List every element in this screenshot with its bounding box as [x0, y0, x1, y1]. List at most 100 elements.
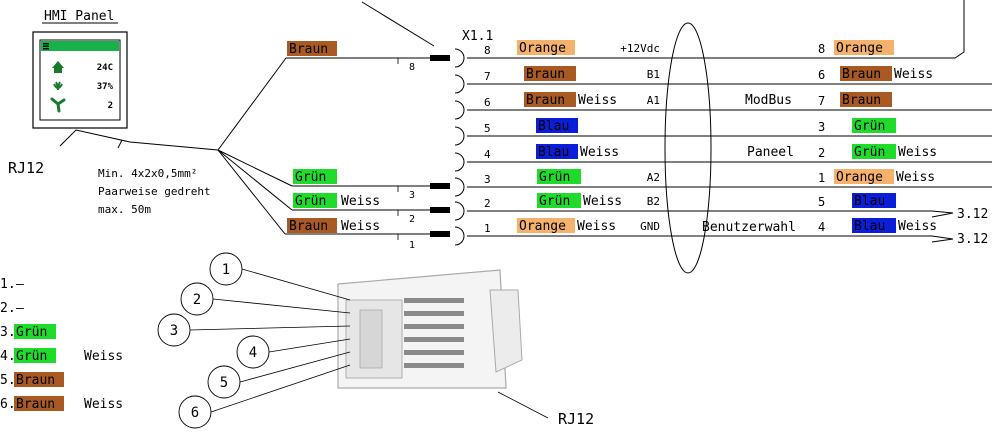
- pin-wire-label: –: [16, 277, 24, 292]
- destination-number: 1: [818, 171, 825, 185]
- pin-callout-circle: [178, 395, 212, 429]
- terminal-number: 6: [484, 96, 491, 109]
- wire-color-label: Blau: [854, 219, 885, 234]
- wire-color-label: Orange: [836, 170, 883, 185]
- hmi-screen: [39, 39, 121, 121]
- color-swatch: [852, 118, 896, 133]
- destination-number: 6: [818, 68, 825, 82]
- panel-pair-row: Grün Weiss 2: [293, 193, 415, 225]
- color-swatch: [14, 396, 64, 411]
- terminal-number: 1: [484, 222, 491, 235]
- color-swatch: [852, 193, 896, 208]
- group-label-paneel: Paneel: [747, 145, 794, 160]
- cable-spec-line3: max. 50m: [98, 203, 151, 216]
- wire-color-label: Grün: [295, 170, 326, 185]
- pin-number: 1.: [0, 277, 16, 292]
- pin-callout-number: 4: [249, 345, 257, 361]
- pin-number: 6.: [0, 397, 16, 412]
- pin-callout: 3: [157, 313, 351, 347]
- pin-wire-label: Braun: [16, 373, 55, 388]
- pin-callout-number: 3: [170, 323, 178, 339]
- pin-wire-suffix: Weiss: [84, 397, 123, 412]
- pin-callout-number: 5: [220, 375, 228, 391]
- terminal-signal: B2: [647, 195, 660, 208]
- page-reference: 3.12: [957, 232, 988, 247]
- wire-color-label: Blau: [538, 119, 569, 134]
- pin-leader-line: [212, 298, 351, 314]
- wire-color-label: Grün: [854, 119, 885, 134]
- terminal-signal: A1: [647, 94, 660, 107]
- color-swatch: [524, 66, 576, 81]
- terminal-number: 5: [484, 122, 491, 135]
- hmi-panel: HMI Panel 24C 37% 2 RJ12: [8, 9, 128, 177]
- wire-color-suffix: Weiss: [341, 194, 380, 209]
- pin-callout-circle: [180, 282, 214, 316]
- terminal-number: 8: [484, 44, 491, 57]
- color-swatch: [537, 169, 581, 184]
- wire-color-label: Orange: [836, 41, 883, 56]
- panel-pair-labels: Braun 8 Grün 3 Grün Weiss 2 Braun Weiss …: [287, 41, 415, 251]
- pin-callout-circle: [207, 365, 241, 399]
- pinout-row: 2.–: [0, 301, 24, 316]
- hmi-title: HMI Panel: [44, 9, 114, 24]
- wire-color-label: Orange: [519, 219, 566, 234]
- pinout-row: 5.Braun: [0, 372, 64, 388]
- destination-number: 4: [818, 220, 825, 234]
- hmi-top-bar: [41, 41, 119, 51]
- terminal-row: 5 Blau: [484, 118, 578, 135]
- pin-number: 5.: [0, 373, 16, 388]
- terminal-arc-symbol: [454, 177, 465, 197]
- terminal-title: X1.1: [462, 29, 493, 44]
- pin-callout-number: 2: [193, 292, 201, 308]
- wire-color-suffix: Weiss: [896, 170, 935, 185]
- wire-color-suffix: Weiss: [583, 194, 622, 209]
- pin-leader-line: [268, 338, 351, 353]
- connector-pin-number: 2: [409, 214, 415, 225]
- panel-pair-row: Grün 3: [293, 169, 415, 201]
- destination-number: 3: [818, 120, 825, 134]
- cable-spec-line1: Min. 4x2x0,5mm²: [98, 167, 197, 180]
- hmi-rj12-label: RJ12: [8, 159, 44, 177]
- color-swatch: [840, 66, 892, 81]
- connector-pin-number: 1: [409, 240, 415, 251]
- pin-wire-label: –: [16, 301, 24, 316]
- pinout-row: 3.Grün: [0, 324, 56, 340]
- terminal-number: 7: [484, 70, 491, 83]
- terminal-arc-symbol: [454, 74, 465, 94]
- wire-color-label: Grün: [539, 194, 570, 209]
- wire-color-label: Grün: [854, 145, 885, 160]
- cable-spec: Min. 4x2x0,5mm² Paarweise gedreht max. 5…: [98, 167, 211, 216]
- color-swatch: [834, 40, 894, 55]
- color-swatch: [834, 169, 894, 184]
- terminal-arcs: [454, 48, 465, 246]
- terminal-number: 3: [484, 173, 491, 186]
- terminal-arc-symbol: [454, 201, 465, 221]
- wire-color-label: Braun: [842, 67, 881, 82]
- color-swatch: [287, 41, 337, 56]
- color-swatch: [287, 218, 337, 233]
- group-label-benutzerwahl: Benutzerwahl: [702, 220, 796, 235]
- color-swatch: [14, 372, 64, 387]
- pin-number: 2.: [0, 301, 16, 316]
- wire-color-label: Grün: [295, 194, 326, 209]
- wire-color-label: Braun: [842, 93, 881, 108]
- pin-leader-line: [210, 364, 351, 413]
- terminal-arc-symbol: [454, 226, 465, 246]
- terminal-number: 4: [484, 148, 491, 161]
- humidity-icon: [53, 81, 63, 91]
